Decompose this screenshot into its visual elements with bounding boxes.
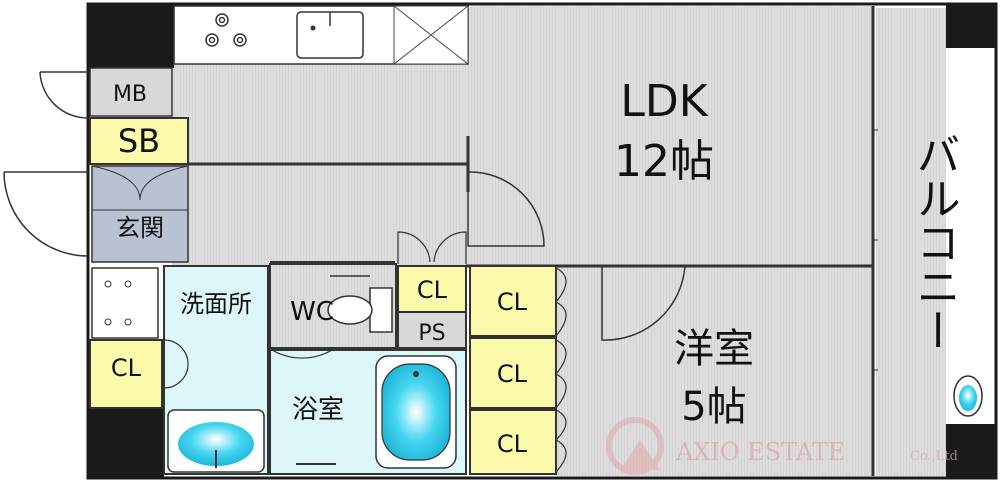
cl-3-room [469,409,557,475]
room-label-balcony: バルコニー [909,132,960,352]
cl-2-room [469,337,557,409]
room-label-western: 洋室 [674,326,754,372]
wall-top-right [946,4,996,48]
watermark-logo [606,417,664,475]
shoe-cabinet-door-icon [91,165,189,201]
wall-top-left [88,4,174,68]
room-label-washroom: 洗面所 [180,290,252,318]
room-label-cl-2: CL [497,360,528,388]
room-label-ps: PS [418,321,445,346]
watermark-suffix: Co.,Ltd [910,449,958,464]
room-size-ldk: 12帖 [614,136,714,187]
mb-room [89,67,173,117]
western-door-icon [601,265,686,341]
washroom-door-icon [163,339,189,389]
bath-door-icon [271,349,333,359]
room-label-entrance: 玄関 [116,214,164,242]
wall-bottom-right [946,424,996,478]
toilet-icon [327,275,393,333]
ps-room [397,311,467,349]
room-label-mb: MB [113,82,147,107]
watermark-text: AXIO ESTATE [675,438,845,466]
ldk-door-icon [467,171,545,247]
balcony-floor [876,8,946,476]
entrance-floor [91,165,189,263]
room-label-cl-hall: CL [111,354,142,382]
hall-door-icon [397,231,467,264]
wc-room [269,263,397,349]
room-label-ldk: LDK [620,76,708,127]
room-label-cl-1: CL [497,288,528,316]
room-label-sb: SB [118,122,160,160]
stove-icon [205,13,247,47]
room-label-bath: 浴室 [292,395,344,425]
room-label-cl-3: CL [497,430,528,458]
storage-box-icon [91,267,159,339]
room-label-cl-wc: CL [417,276,448,304]
sb-room [89,117,189,165]
room-size-western: 5帖 [681,384,746,430]
hall-floor [172,165,467,265]
mb-door-icon [39,71,89,119]
cl-1-room [469,265,557,337]
room-label-wc: WC [290,297,334,327]
balcony-drain-icon [953,375,983,417]
cl-hall-room [89,339,163,409]
closet-folding-doors-icon [554,267,567,473]
entrance-door-icon [3,171,89,257]
sink-drain-icon [310,25,316,31]
refrigerator-space-icon [393,5,469,65]
outer-wall-outline [86,2,998,480]
wall-bottom-left [88,408,164,478]
